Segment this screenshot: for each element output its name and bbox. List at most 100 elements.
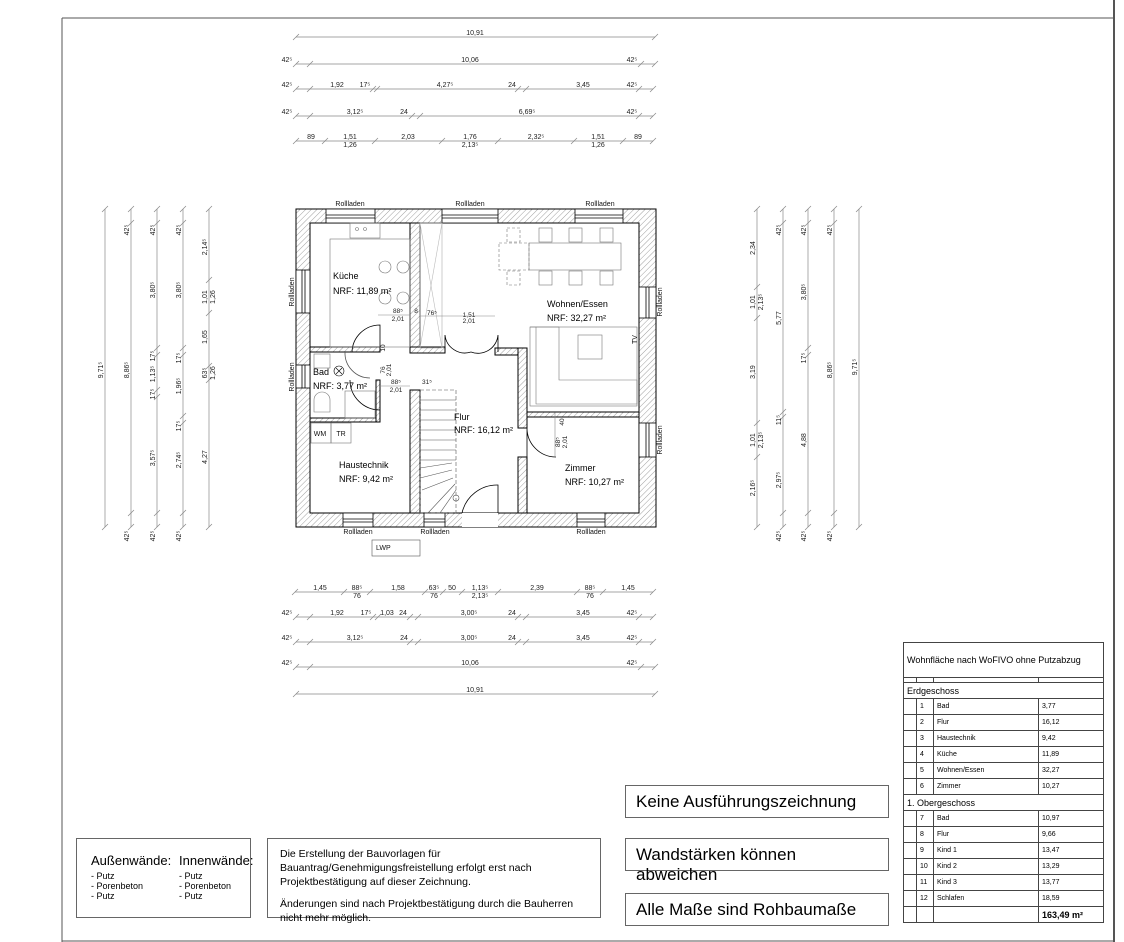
legend-item: - Putz <box>91 871 115 881</box>
dim-label: 42⁵ <box>627 660 638 667</box>
notice-paragraph: Änderungen sind nach Projektbestätigung … <box>280 898 574 924</box>
room-name: Küche <box>333 271 359 281</box>
room-number: 10 <box>916 858 934 875</box>
dim-label: 17⁵ <box>801 353 808 364</box>
dim-tick <box>306 638 314 646</box>
walls <box>295 208 657 528</box>
room-area: 10,97 <box>1038 810 1104 827</box>
room-area: NRF: 3,77 m² <box>313 381 367 391</box>
shutter-label: Rollladen <box>657 287 664 316</box>
room-labels: Küche NRF: 11,89 m² Wohnen/Essen NRF: 32… <box>313 271 624 487</box>
dim-label: 1,58 <box>391 585 405 592</box>
dim-tick <box>179 412 187 420</box>
dim-label: 17⁵ <box>176 421 183 432</box>
dim-label: 9,71⁵ <box>852 359 859 376</box>
room-name: Zimmer <box>565 463 596 473</box>
dim-tick <box>373 85 381 93</box>
dim-tick <box>179 509 187 517</box>
dim-tick <box>635 613 643 621</box>
room-name: Kind 3 <box>933 874 1039 891</box>
dim-label: 10,06 <box>461 57 479 64</box>
dim-label: 1,76 <box>463 134 477 141</box>
dim-label: 4,88 <box>801 433 808 447</box>
room-name: Küche <box>933 746 1039 763</box>
dim-tick <box>306 85 314 93</box>
dim-tick <box>408 112 416 120</box>
dim-tick <box>153 344 161 352</box>
dim-label: 42⁵ <box>282 109 293 116</box>
dim-tick <box>855 205 863 213</box>
dim-tick <box>127 219 135 227</box>
plan-labels: Rollladen Rollladen Rollladen Rollladen … <box>289 201 664 552</box>
shutter-label: Rollladen <box>289 277 296 306</box>
dim-tick <box>292 638 300 646</box>
dim-tick <box>779 205 787 213</box>
dim-tick <box>205 362 213 370</box>
note-not-execution-drawing: Keine Ausführungszeichnung <box>625 785 889 818</box>
wall-legend: Außenwände: - Putz - Porenbeton - Putz I… <box>76 838 253 918</box>
shutter-label: Rollladen <box>455 201 484 208</box>
room-name: Zimmer <box>933 778 1039 795</box>
dim-label: 2,01 <box>562 435 569 448</box>
dim-tick <box>205 523 213 531</box>
table-title: Wohnfläche nach WoFIVO ohne Putzabzug <box>903 642 1104 678</box>
notice-paragraph: Die Erstellung der Bauvorlagen für Bauan… <box>280 848 532 888</box>
dim-tick <box>321 137 329 145</box>
room-name: Haustechnik <box>933 730 1039 747</box>
dim-tick <box>153 205 161 213</box>
dim-label: 24 <box>400 635 408 642</box>
dim-label: 3,12⁵ <box>347 635 364 642</box>
room-number: 8 <box>916 826 934 843</box>
dim-tick <box>779 523 787 531</box>
dim-tick <box>292 690 300 698</box>
dim-label: 2,16⁵ <box>750 480 757 497</box>
dim-label: 2,13⁵ <box>758 294 765 311</box>
dim-label: 42⁵ <box>282 57 293 64</box>
dim-label: 42⁵ <box>124 531 131 542</box>
dim-label: 1,96⁵ <box>176 378 183 395</box>
dim-tick <box>179 344 187 352</box>
dim-tick <box>153 386 161 394</box>
legend-item: - Putz <box>179 891 203 901</box>
room-number: 7 <box>916 810 934 827</box>
living-area-table: Wohnfläche nach WoFIVO ohne Putzabzug Er… <box>903 642 1104 923</box>
dim-label: 1,13⁵ <box>150 366 157 383</box>
dim-tick <box>804 219 812 227</box>
dim-label: 76⁵ <box>427 310 437 317</box>
dim-label: 17⁵ <box>361 610 372 617</box>
dim-label: 42⁵ <box>176 225 183 236</box>
room-area: 3,77 <box>1038 698 1104 715</box>
room-name: Flur <box>933 714 1039 731</box>
room-area: 13,29 <box>1038 858 1104 875</box>
dim-tick <box>291 588 299 596</box>
entrance-opening <box>462 513 498 527</box>
dim-label: 2,03 <box>401 134 415 141</box>
dim-tick <box>153 509 161 517</box>
dim-label: 10,06 <box>461 660 479 667</box>
dim-tick <box>306 112 314 120</box>
dim-label: 88⁵ <box>352 585 363 592</box>
heat-pump-label: LWP <box>376 545 391 552</box>
dim-tick <box>522 638 530 646</box>
dim-tick <box>599 588 607 596</box>
dim-tick <box>651 33 659 41</box>
dim-label: 1,51 <box>463 312 476 319</box>
dim-tick <box>522 613 530 621</box>
dim-tick <box>127 523 135 531</box>
exterior-wall-legend: Außenwände: - Putz - Porenbeton - Putz <box>91 853 171 901</box>
room-number: 11 <box>916 874 934 891</box>
furniture <box>310 222 638 557</box>
dim-label: 1,01 <box>202 290 209 304</box>
dim-label: 1,65 <box>202 330 209 344</box>
shutter-label: Rollladen <box>576 529 605 536</box>
room-area: NRF: 16,12 m² <box>454 425 513 435</box>
dim-tick <box>637 60 645 68</box>
dim-label: 3,12⁵ <box>347 109 364 116</box>
dim-label: 8 <box>414 308 418 315</box>
dim-label: 42⁵ <box>776 225 783 236</box>
